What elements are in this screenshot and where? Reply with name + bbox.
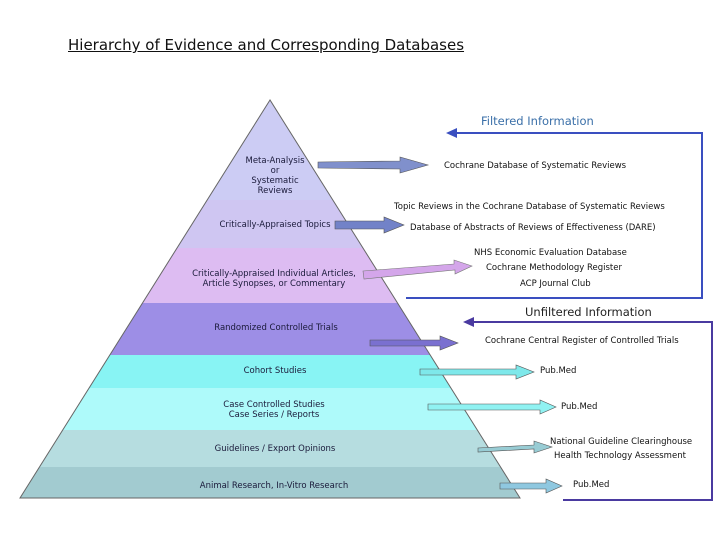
- pyramid-outline: [19, 99, 521, 499]
- level-label-appraised-articles: Critically-Appraised Individual Articles…: [192, 269, 356, 289]
- unfiltered-bracket: [472, 321, 713, 501]
- db-pubmed-1: Pub.Med: [540, 366, 577, 376]
- arrow-meta-analysis: [317, 156, 430, 174]
- arrow-animal-research: [499, 478, 563, 494]
- level-label-meta-analysis: Meta-Analysis or Systematic Reviews: [245, 156, 305, 196]
- filtered-arrowhead: [446, 128, 457, 138]
- level-label-cohort: Cohort Studies: [243, 366, 307, 376]
- db-hta: Health Technology Assessment: [554, 451, 686, 461]
- db-acp: ACP Journal Club: [520, 279, 591, 289]
- arrow-guidelines: [477, 440, 553, 454]
- arrow-rct: [369, 335, 459, 351]
- arrow-case-controlled: [427, 399, 557, 415]
- db-dare: Database of Abstracts of Reviews of Effe…: [410, 223, 656, 233]
- db-topic-reviews: Topic Reviews in the Cochrane Database o…: [394, 202, 665, 212]
- level-label-rct: Randomized Controlled Trials: [214, 323, 338, 333]
- unfiltered-arrowhead: [463, 317, 474, 327]
- db-nhs: NHS Economic Evaluation Database: [474, 248, 627, 258]
- filtered-information-label: Filtered Information: [481, 114, 594, 128]
- level-label-appraised-topics: Critically-Appraised Topics: [219, 220, 331, 230]
- level-band-8: [20, 467, 520, 498]
- arrow-appraised-topics: [334, 216, 405, 234]
- page-title: Hierarchy of Evidence and Corresponding …: [68, 36, 465, 54]
- db-pubmed-2: Pub.Med: [561, 402, 598, 412]
- level-band-6: [20, 388, 520, 430]
- level-band-5: [20, 355, 520, 388]
- level-label-guidelines: Guidelines / Export Opinions: [214, 444, 336, 454]
- filtered-bracket: [406, 132, 703, 299]
- level-band-1: [20, 100, 520, 200]
- level-band-7: [20, 430, 520, 467]
- unfiltered-information-label: Unfiltered Information: [525, 305, 652, 319]
- level-label-animal-research: Animal Research, In-Vitro Research: [199, 481, 349, 491]
- level-label-case-controlled: Case Controlled Studies Case Series / Re…: [223, 400, 325, 420]
- db-ngc: National Guideline Clearinghouse: [550, 437, 693, 447]
- db-cdsr: Cochrane Database of Systematic Reviews: [444, 161, 627, 171]
- db-methodology: Cochrane Methodology Register: [486, 263, 622, 273]
- db-central: Cochrane Central Register of Controlled …: [485, 336, 679, 346]
- db-pubmed-3: Pub.Med: [573, 480, 610, 490]
- arrow-cohort: [419, 364, 535, 380]
- arrow-appraised-articles: [362, 259, 473, 280]
